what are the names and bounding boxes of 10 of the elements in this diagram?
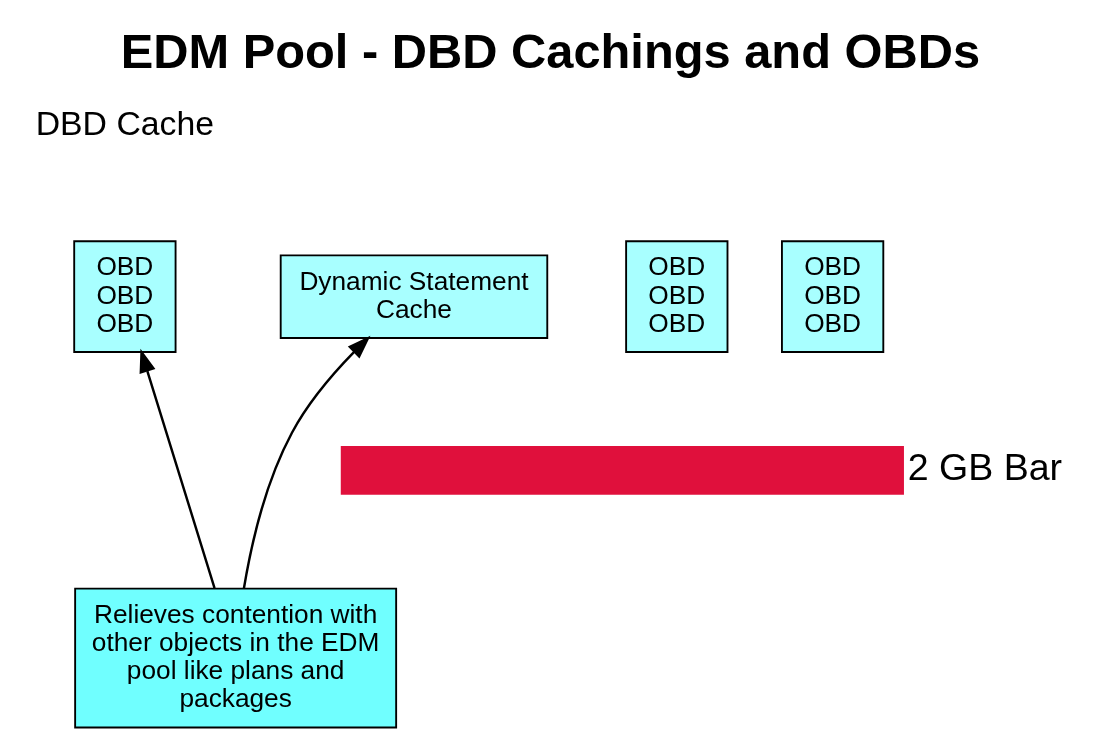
- label: DBD Cache: [35, 103, 215, 142]
- diagram-title: EDM Pool - DBD Cachings and OBDs: [120, 23, 981, 78]
- node-box: Relieves contention with other objects in the EDM pool like plans and packages: [74, 587, 398, 728]
- node-box: Dynamic Statement Cache: [279, 253, 549, 339]
- arrow: [242, 335, 371, 589]
- label: 2 GB Bar: [907, 445, 1063, 488]
- arrow: [139, 348, 216, 588]
- node-box: OBD OBD OBD: [73, 239, 177, 353]
- node-box: OBD OBD OBD: [625, 239, 729, 353]
- node-box: OBD OBD OBD: [781, 239, 885, 353]
